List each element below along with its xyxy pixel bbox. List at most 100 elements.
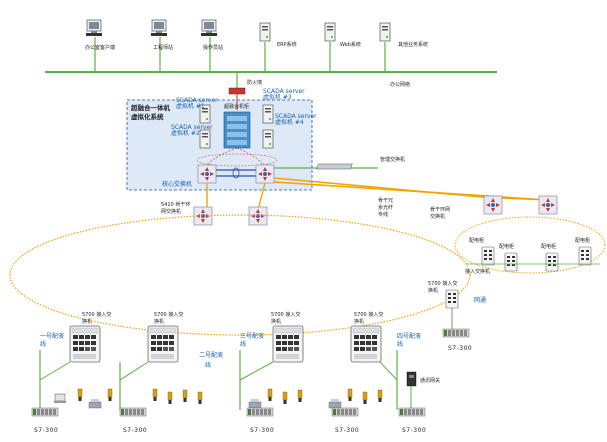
scanner-4b-icon (362, 391, 368, 405)
core-switch-2-icon (255, 164, 275, 184)
secondary-ring-switch-1-icon (483, 195, 503, 215)
s5700-right-label-2: 换机 (428, 287, 438, 294)
dist1-label: 配电柜 (469, 237, 484, 244)
vm4-label-a: SCADA server (275, 113, 317, 120)
access-switch-4-icon (350, 325, 382, 363)
mgmt-switch-icon (316, 163, 353, 170)
plc4-icon (331, 407, 359, 417)
backbone-switch-label-2: 网交换机 (161, 208, 181, 215)
erp-system-label: ERP系统 (277, 41, 297, 48)
access-switch-label: 接入交换机 (465, 268, 490, 275)
vm1-label-b: 虚拟机 #1 (176, 102, 205, 110)
plc1-icon (31, 407, 59, 417)
sw2-label-1: 5700 接入交 (154, 311, 183, 318)
vm3-server-icon (262, 104, 274, 124)
office-pc-icon (85, 19, 103, 37)
plc5-icon (398, 407, 426, 417)
printer-4-icon (328, 398, 342, 409)
dist4-label: 配电柜 (575, 237, 590, 244)
engineer-station-icon (150, 19, 168, 37)
backbone-ring (9, 214, 471, 336)
core-switch-1-icon (197, 164, 217, 184)
line4-label-a: 四号配液 (397, 332, 421, 340)
backbone-switch-2-icon (248, 206, 268, 226)
plc5-label: S7-300 (402, 427, 426, 434)
dist2-label: 配电柜 (499, 243, 514, 250)
scanner-2a-icon (152, 388, 158, 402)
dist-cabinet-3-icon (545, 252, 559, 272)
line1-label-a: 一号配液 (40, 332, 64, 340)
s5700-right-label-1: 5700 接入交 (428, 280, 457, 287)
other-server-icon (379, 22, 391, 42)
right-plc-icon (442, 328, 470, 338)
virtualization-title-1: 超融合一体机 (130, 103, 171, 112)
vm2-label-b: 虚拟机 #2 (171, 129, 200, 137)
plc3-label: S7-300 (250, 427, 274, 434)
secondary-ring-label-1: 骨干环网 (430, 207, 450, 213)
line4-label-b: 线 (397, 340, 403, 348)
printer-1-icon (88, 398, 102, 409)
virtualization-box (126, 99, 313, 191)
vm1-label-a: SCADA server (176, 97, 218, 104)
plc2-icon (119, 407, 147, 417)
redundant-fiber-label-2: 余光纤 (378, 204, 393, 211)
backbone-switch-label-1: 5410 骨干环 (161, 202, 190, 208)
scanner-1b-icon (107, 388, 113, 402)
sw1-label-1: 5700 接入交 (82, 311, 111, 318)
vm2-server-icon (199, 129, 211, 149)
printer-3-icon (248, 398, 262, 409)
access-switch-1-icon (69, 325, 101, 363)
secondary-ring-label-2: 交换机 (430, 213, 445, 220)
hci-label: 超融合机柜 (224, 103, 249, 110)
scanner-3c-icon (297, 389, 303, 403)
web-server-icon (324, 22, 336, 42)
vm4-label-b: 虚拟机 #4 (275, 118, 304, 126)
vm4-server-icon (262, 129, 274, 149)
right-plc-label: S7-300 (448, 345, 472, 352)
operator-station-label: 操作员站 (203, 44, 223, 51)
scanner-4c-icon (377, 389, 383, 403)
dist-cabinet-4-icon (578, 246, 592, 266)
erp-server-icon (259, 22, 271, 42)
scanner-3a-icon (267, 388, 273, 402)
virtualization-title-2: 虚拟化系统 (131, 112, 164, 121)
sw3-label-1: 5700 接入交 (271, 311, 300, 318)
firewall-label: 防火墙 (247, 79, 262, 86)
redundant-fiber-label-3: 专线 (378, 211, 388, 218)
sw4-label-1: 5700 接入交 (354, 311, 383, 318)
scanner-2d-icon (197, 391, 203, 405)
operator-station-icon (200, 19, 218, 37)
gateway-label: 通讯网关 (420, 377, 440, 384)
plc1-label: S7-300 (34, 427, 58, 434)
dist3-label: 配电柜 (541, 243, 556, 250)
scanner-3b-icon (282, 391, 288, 405)
sw1-label-2: 换机 (82, 318, 92, 325)
plc4-label: S7-300 (335, 427, 359, 434)
link-label: 网通 (474, 296, 486, 304)
firewall-icon (228, 87, 246, 95)
web-system-label: Web系统 (340, 41, 361, 48)
office-network-label: 办公网络 (390, 81, 410, 88)
scanner-2c-icon (182, 389, 188, 403)
engineer-station-label: 工程师站 (153, 44, 173, 51)
secondary-ring-switch-2-icon (538, 195, 558, 215)
right-access-switch-icon (445, 289, 459, 309)
line2-label-b: 线 (205, 361, 211, 369)
line3-label-a: 三号配液 (240, 332, 264, 340)
office-pc-label: 办公室客户端 (85, 44, 115, 51)
vm3-label-a: SCADA server (263, 88, 305, 95)
dist-cabinet-2-icon (504, 252, 518, 272)
gateway-icon (406, 371, 417, 387)
line3-label-b: 线 (240, 340, 246, 348)
access-switch-2-icon (147, 325, 179, 363)
scanner-2b-icon (167, 391, 173, 405)
line1-label-b: 线 (40, 340, 46, 348)
sw3-label-2: 换机 (271, 318, 281, 325)
vm2-label-a: SCADA server (171, 124, 213, 131)
access-switch-3-icon (272, 325, 304, 363)
plc2-label: S7-300 (123, 427, 147, 434)
dist-cabinet-1-icon (481, 246, 495, 266)
scanner-1a-icon (77, 388, 83, 402)
line2-label-a: 二号配液 (199, 351, 223, 359)
